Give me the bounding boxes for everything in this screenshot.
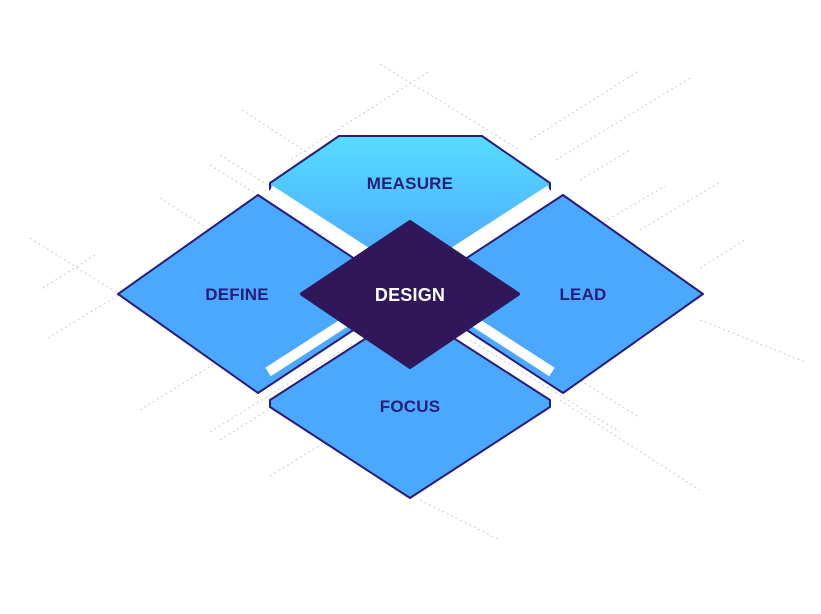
lead-shape xyxy=(455,194,704,394)
design-center-shape xyxy=(300,220,520,369)
design-label: DESIGN xyxy=(375,285,445,305)
lead-label: LEAD xyxy=(559,285,606,304)
measure-label: MEASURE xyxy=(367,174,453,193)
focus-shape xyxy=(269,309,551,499)
define-label: DEFINE xyxy=(205,285,269,304)
focus-label: FOCUS xyxy=(380,397,441,416)
define-shape xyxy=(117,194,365,394)
